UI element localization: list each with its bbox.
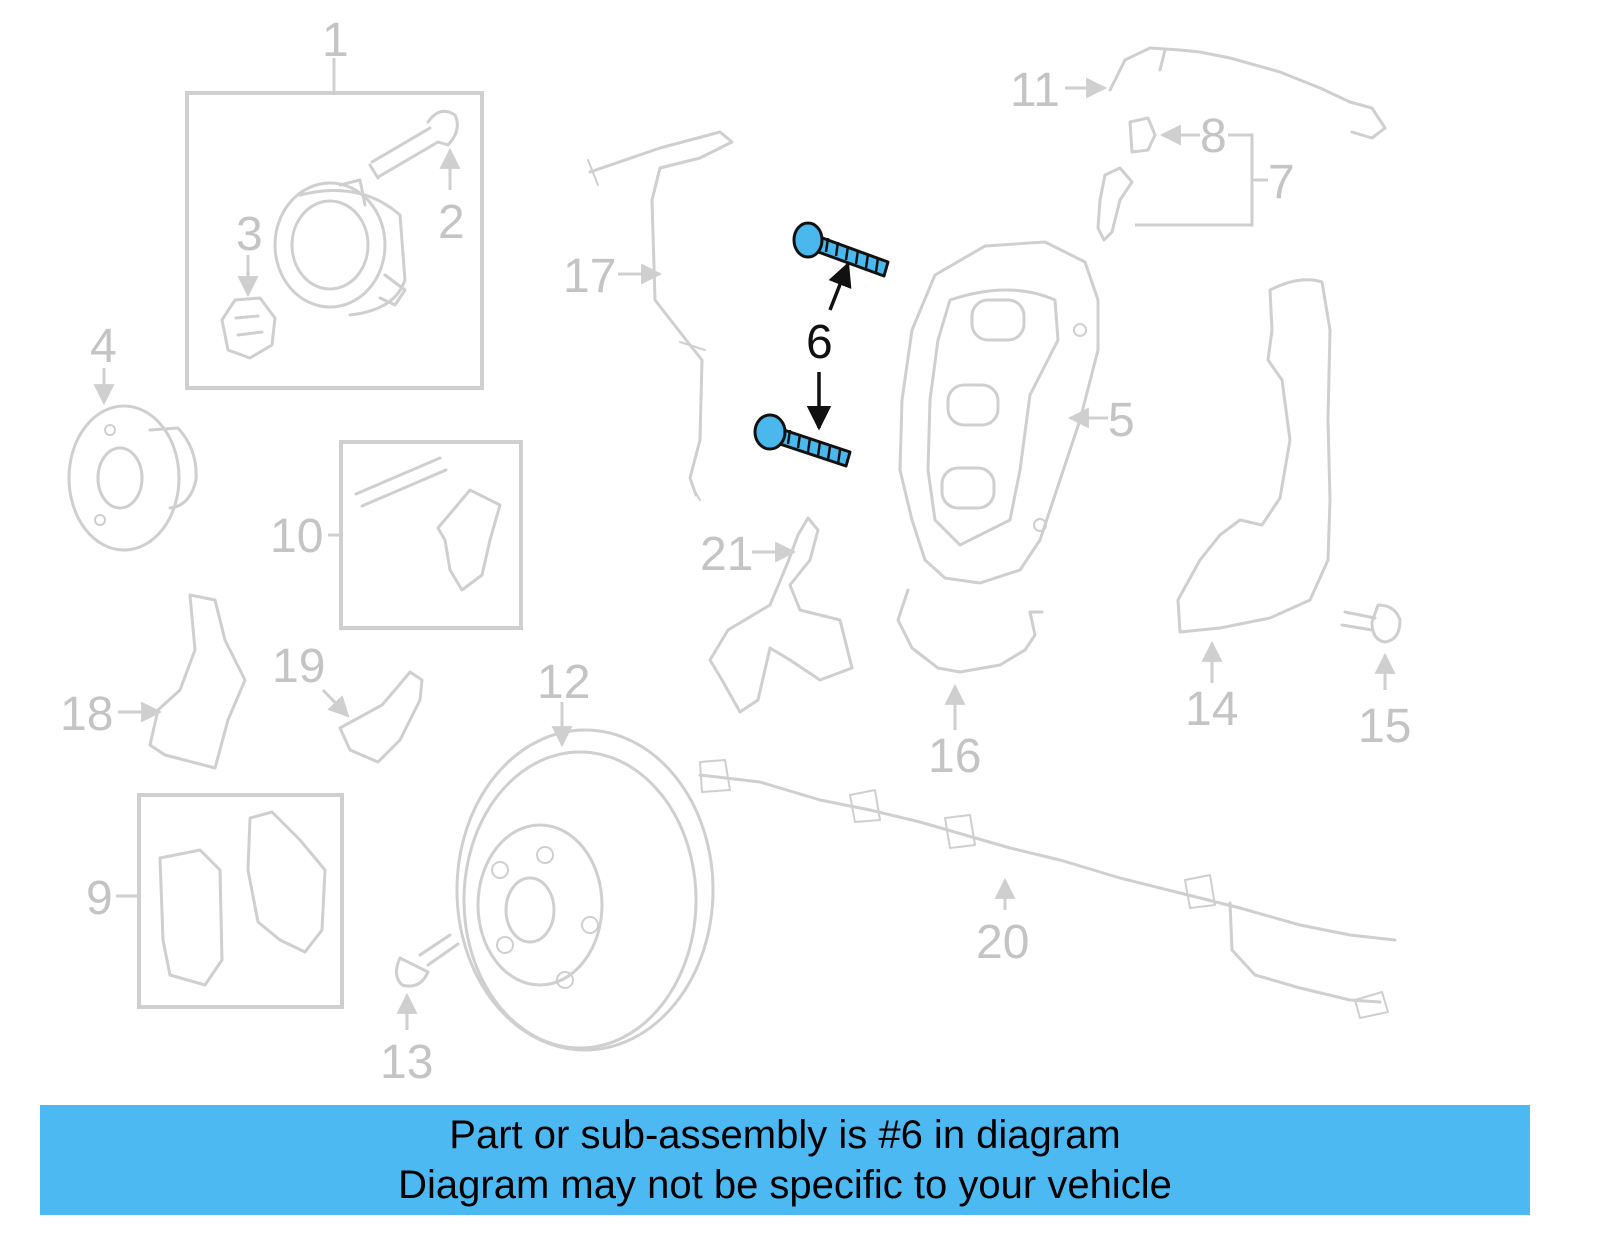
part-17-brake-hose[interactable] bbox=[587, 130, 734, 501]
callout-8: 8 bbox=[1200, 110, 1227, 163]
bearing-icon bbox=[273, 178, 407, 317]
bolt-icon-13 bbox=[395, 933, 460, 988]
info-banner: Part or sub-assembly is #6 in diagram Di… bbox=[40, 1105, 1530, 1215]
hose-icon bbox=[588, 130, 734, 497]
mount-bracket-icon bbox=[708, 516, 854, 714]
callout-17: 17 bbox=[563, 250, 616, 303]
callout-11: 11 bbox=[1010, 64, 1060, 117]
shield-icon bbox=[1176, 278, 1332, 634]
part-19-wear-sensor[interactable] bbox=[321, 670, 424, 764]
callout-10: 10 bbox=[270, 510, 323, 563]
part-6-caliper-bolts[interactable] bbox=[753, 221, 890, 468]
callout-21: 21 bbox=[700, 528, 753, 581]
leader-7-bracket bbox=[1135, 133, 1254, 227]
part-16-wear-sensor[interactable] bbox=[896, 588, 1044, 730]
callout-3: 3 bbox=[236, 208, 263, 261]
bleeder-screw-icon bbox=[1096, 166, 1134, 242]
harness-11-icon bbox=[1108, 46, 1387, 140]
leader-19 bbox=[321, 688, 350, 718]
banner-line-2: Diagram may not be specific to your vehi… bbox=[398, 1163, 1172, 1207]
callout-20: 20 bbox=[976, 916, 1029, 969]
bracket-icon bbox=[148, 593, 247, 770]
part-12-brake-rotor[interactable] bbox=[455, 702, 715, 1052]
callout-14: 14 bbox=[1185, 683, 1238, 736]
caliper-icon bbox=[898, 240, 1100, 585]
part-15-screw[interactable] bbox=[1340, 603, 1402, 690]
banner-line-1: Part or sub-assembly is #6 in diagram bbox=[449, 1113, 1121, 1157]
callout-1: 1 bbox=[322, 14, 349, 67]
screw-icon bbox=[1340, 603, 1402, 644]
part-20-sensor-harness[interactable] bbox=[698, 759, 1397, 1019]
callout-2: 2 bbox=[438, 196, 465, 249]
rotor-icon bbox=[455, 728, 715, 1052]
part-2-bolt[interactable] bbox=[368, 109, 461, 190]
kit-box-10 bbox=[339, 440, 523, 630]
bolt-icon bbox=[368, 109, 459, 180]
part-18-bracket[interactable] bbox=[118, 593, 247, 770]
callout-19: 19 bbox=[272, 640, 325, 693]
highlighted-bolt-upper bbox=[792, 221, 890, 278]
callout-18: 18 bbox=[60, 688, 113, 741]
part-13-bolt[interactable] bbox=[395, 933, 460, 1030]
clip-icon bbox=[436, 488, 502, 592]
sensor-icon bbox=[338, 670, 424, 764]
part-8-bleeder-cap[interactable] bbox=[1128, 116, 1200, 154]
kit-box-9 bbox=[137, 793, 344, 1009]
nut-icon bbox=[220, 296, 277, 360]
part-10-hardware-kit[interactable] bbox=[328, 440, 523, 630]
callout-4: 4 bbox=[90, 320, 117, 373]
highlighted-bolt-lower bbox=[753, 413, 852, 468]
callout-9: 9 bbox=[86, 872, 113, 925]
part-21-caliper-bracket[interactable] bbox=[708, 516, 854, 714]
callout-16: 16 bbox=[928, 730, 981, 783]
part-3-nut[interactable] bbox=[220, 255, 277, 360]
part-5-brake-caliper[interactable] bbox=[898, 240, 1108, 585]
hose-fitting-icon bbox=[587, 159, 706, 501]
harness-connectors-icon bbox=[699, 759, 1389, 1019]
callout-6: 6 bbox=[806, 316, 833, 369]
callout-12: 12 bbox=[537, 656, 590, 709]
harness-icon bbox=[698, 773, 1397, 1004]
pad-icon-left bbox=[158, 848, 224, 987]
callout-5: 5 bbox=[1108, 394, 1135, 447]
pad-icon-right bbox=[246, 810, 327, 954]
part-1-hub-bearing-kit[interactable] bbox=[185, 58, 484, 390]
callout-13: 13 bbox=[380, 1036, 433, 1089]
leader-6-upper bbox=[828, 261, 852, 311]
callout-7: 7 bbox=[1268, 156, 1295, 209]
part-14-dust-shield[interactable] bbox=[1176, 278, 1332, 683]
part-7-bleeder-kit[interactable] bbox=[1096, 133, 1268, 242]
part-9-brake-pads[interactable] bbox=[116, 793, 344, 1009]
hub-icon bbox=[67, 404, 198, 552]
part-11-sensor-harness[interactable] bbox=[1065, 46, 1387, 140]
bleeder-cap-icon bbox=[1128, 116, 1157, 154]
callout-15: 15 bbox=[1358, 700, 1411, 753]
pin-icon bbox=[354, 456, 448, 508]
part-4-wheel-hub[interactable] bbox=[67, 368, 198, 552]
sensor-wire-icon bbox=[896, 588, 1044, 674]
